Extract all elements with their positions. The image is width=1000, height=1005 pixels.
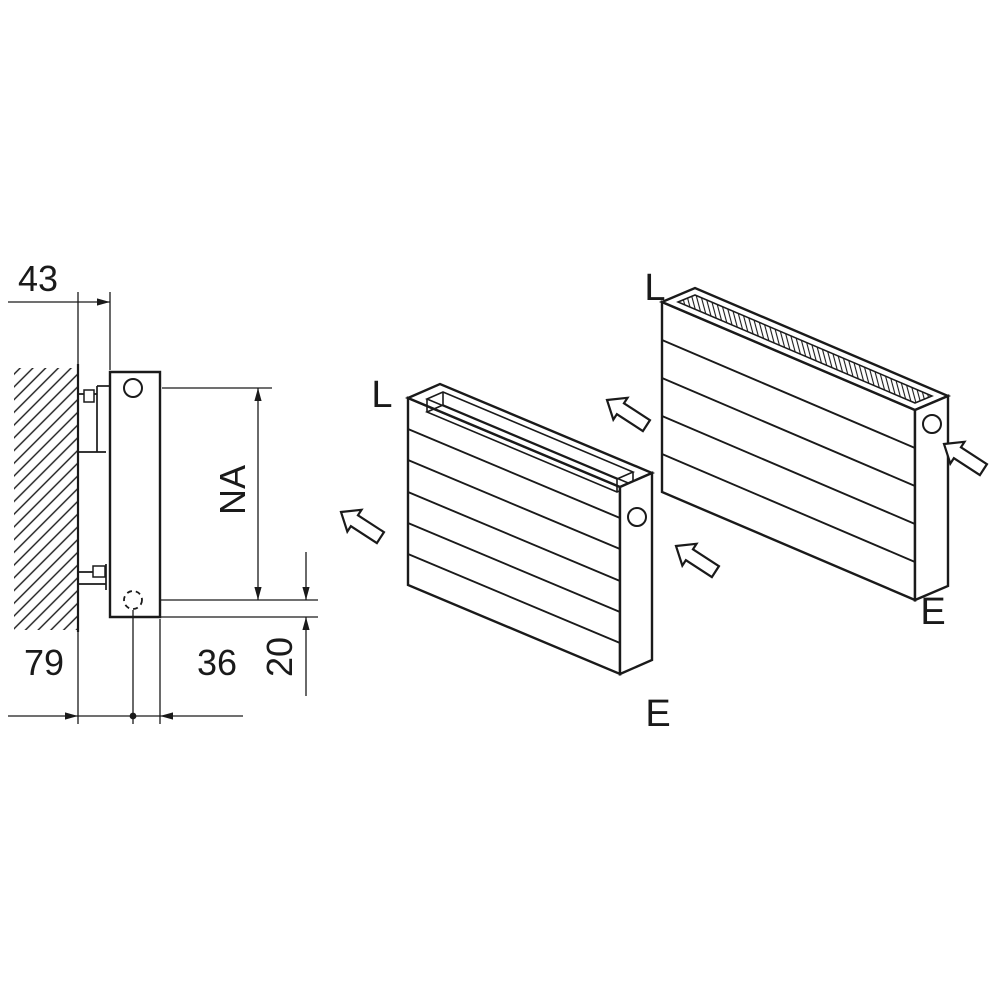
wall-hatch [14, 368, 78, 630]
outlet-label: E [645, 693, 670, 735]
connection-port [922, 414, 942, 434]
inlet-label: L [371, 374, 392, 416]
diagram-root: 43 NA 20 [8, 258, 992, 735]
radiator-profile [108, 370, 162, 619]
flow-arrow-icon [667, 533, 724, 584]
flow-arrow-icon [332, 499, 389, 550]
end-panel [913, 394, 950, 602]
dim-79-label: 79 [24, 642, 64, 683]
dim-20-label: 20 [259, 637, 300, 677]
radiator-iso-front: L E [371, 374, 670, 735]
dimension-bottom-offset: 20 [160, 552, 318, 696]
outlet-label: E [920, 591, 945, 633]
pipe-connection-bottom [123, 590, 143, 610]
inlet-label: L [644, 267, 665, 309]
dimension-bottom-horizontal: 79 36 [8, 610, 243, 724]
mounting-bracket-bottom [78, 564, 107, 590]
dim-36-label: 36 [197, 642, 237, 683]
connection-port [627, 507, 647, 527]
radiator-side-view: 43 NA 20 [8, 258, 318, 724]
slat-lines [661, 339, 916, 563]
dimension-connection-spacing: NA [160, 387, 318, 601]
top-grille [676, 294, 934, 404]
dim-43-label: 43 [18, 258, 58, 299]
end-panel [618, 471, 654, 676]
axis-point-marker [129, 712, 137, 720]
radiator-iso-back: L E [644, 267, 952, 633]
pipe-connection-top [123, 378, 143, 398]
slat-lines [407, 428, 621, 644]
mounting-bracket-top [78, 385, 110, 453]
flow-arrow-icon [598, 387, 655, 438]
dimension-wall-distance: 43 [8, 258, 111, 370]
dim-na-label: NA [212, 465, 253, 515]
